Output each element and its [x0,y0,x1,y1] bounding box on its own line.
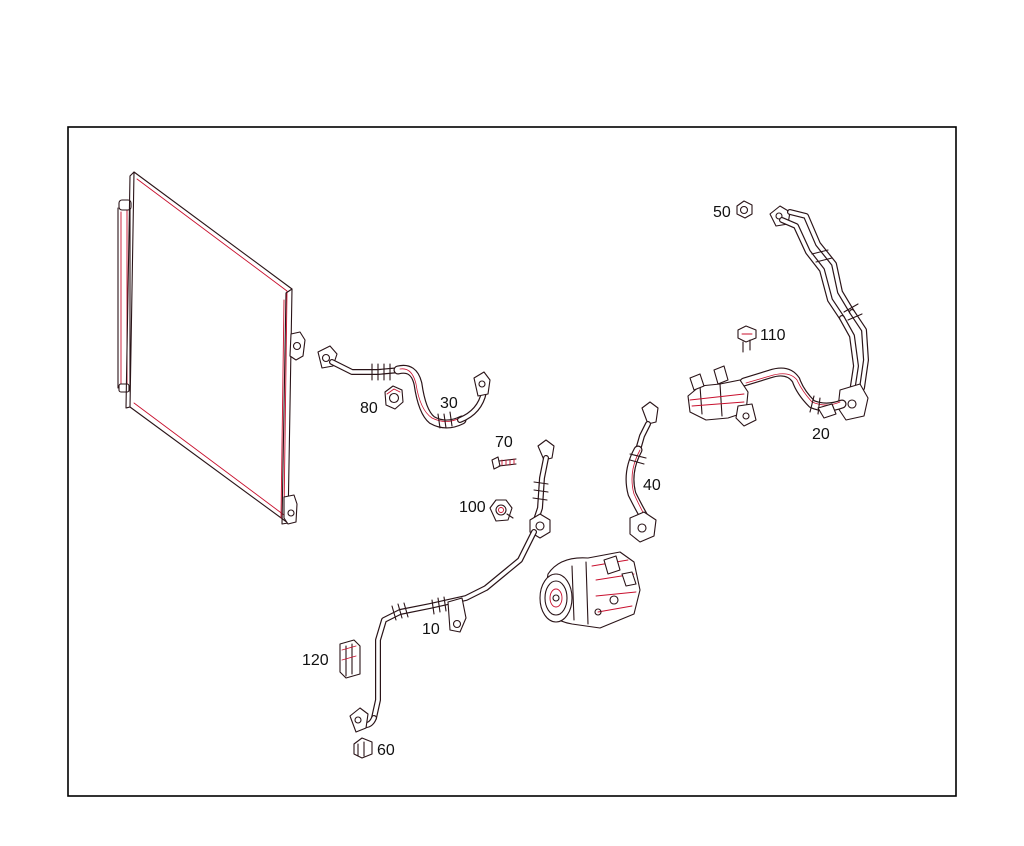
label-part-50: 50 [713,204,731,221]
bolt-110 [737,325,757,353]
cap-60 [353,737,373,759]
nut-50 [736,200,753,219]
hose-30 [317,345,491,429]
label-part-10: 10 [422,621,440,638]
part-labels: 10 20 30 40 50 60 70 80 100 110 120 [302,204,830,759]
pipe-10 [349,439,555,733]
label-part-40: 40 [643,477,661,494]
label-part-70: 70 [495,434,513,451]
label-part-30: 30 [440,395,458,412]
nut-80 [384,385,404,410]
label-part-100: 100 [459,499,486,516]
bolt-70 [491,456,517,470]
line-20 [687,205,869,427]
diagram-frame [67,126,957,797]
label-part-20: 20 [812,426,830,443]
label-part-80: 80 [360,400,378,417]
condenser [117,171,306,525]
label-part-60: 60 [377,742,395,759]
valve-100 [489,499,514,522]
hose-40 [625,401,659,543]
label-part-120: 120 [302,652,329,669]
compressor [539,551,641,629]
grommet-120 [339,639,361,679]
label-part-110: 110 [760,327,786,344]
